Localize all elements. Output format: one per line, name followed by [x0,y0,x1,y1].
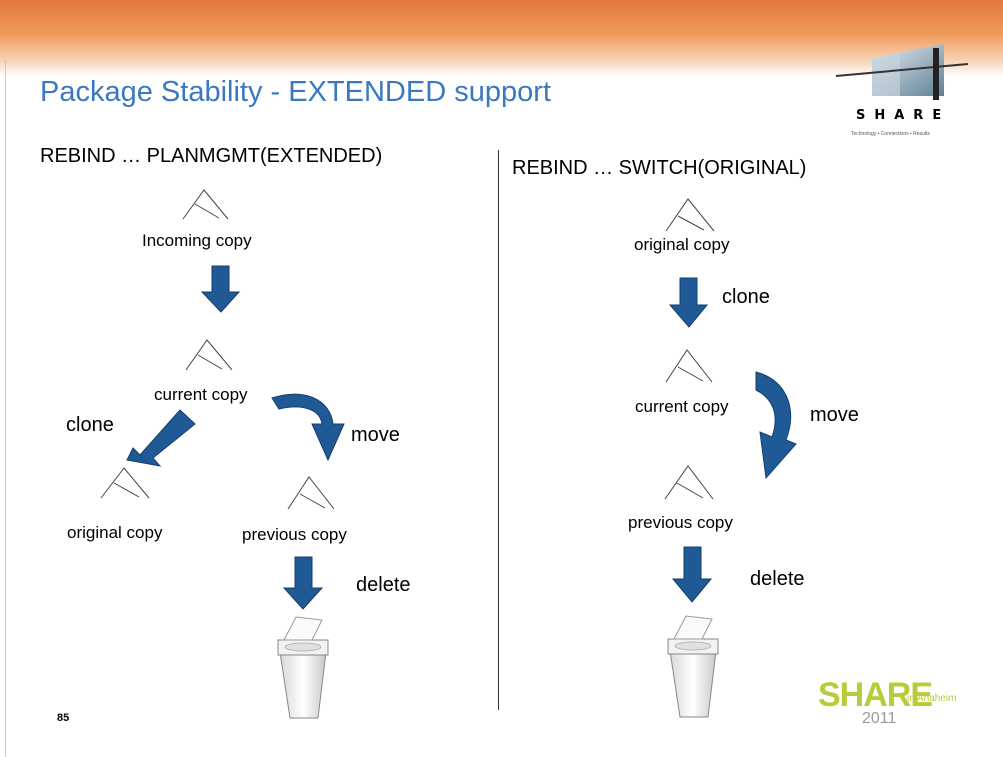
arrow-move-icon [755,371,797,480]
left-move-label: move [351,424,400,446]
trash-bin-icon [667,615,719,718]
arrow-clone-icon [668,277,709,328]
column-divider [498,150,499,710]
share-emblem-icon [835,44,969,100]
slide-left-border [5,60,6,757]
left-original-label: original copy [67,523,163,542]
left-clone-label: clone [66,414,114,436]
right-current-label: current copy [635,397,729,416]
slide-title: Package Stability - EXTENDED support [40,76,551,108]
tree-icon-original-right [665,198,715,232]
right-move-label: move [810,404,859,426]
trash-bin-icon [277,616,329,719]
header-gradient-bar [0,0,1003,76]
right-clone-label: clone [722,286,770,308]
right-original-label: original copy [634,235,730,254]
left-incoming-label: Incoming copy [142,231,252,250]
tree-icon-incoming [182,189,229,220]
arrow-delete-icon [671,546,713,603]
left-current-label: current copy [154,385,248,404]
arrow-delete-icon [282,556,324,610]
right-delete-label: delete [750,568,805,590]
left-delete-label: delete [356,574,411,596]
right-previous-label: previous copy [628,513,733,532]
share-anaheim-wordmark: SHARE [818,676,933,714]
share-logo-wordmark: SHARE [856,108,951,123]
left-heading: REBIND … PLANMGMT(EXTENDED) [40,145,383,167]
tree-icon-previous-right [664,465,714,500]
share-logo-tagline: Technology • Connections • Results [851,131,930,137]
share-anaheim-year: 2011 [862,710,897,727]
page-number: 85 [57,712,70,724]
share-anaheim-place: in Anaheim [907,693,957,704]
arrow-clone-icon [126,409,196,467]
tree-icon-current-left [185,339,233,371]
arrow-down-icon [200,265,241,313]
tree-icon-original-left [100,467,150,499]
right-heading: REBIND … SWITCH(ORIGINAL) [512,157,807,179]
tree-icon-previous-left [287,476,335,510]
left-previous-label: previous copy [242,525,347,544]
tree-icon-current-right [665,349,713,383]
arrow-move-icon [271,393,345,462]
